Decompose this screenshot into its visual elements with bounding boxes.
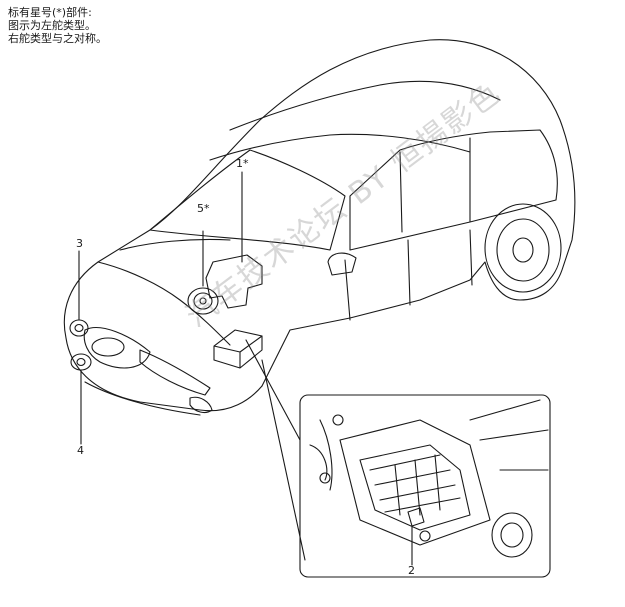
callout-1: 1* xyxy=(236,157,249,170)
note-line-2: 图示为左舵类型。 xyxy=(8,19,96,32)
callout-3: 3 xyxy=(76,237,83,250)
module-box xyxy=(213,329,263,369)
fuse-box-detail xyxy=(309,399,549,566)
callout-2: 2 xyxy=(408,564,415,577)
component-4-horn xyxy=(70,353,92,445)
callout-4: 4 xyxy=(77,444,84,457)
note-line-3: 右舵类型与之对称。 xyxy=(8,32,107,45)
inset-leader-b xyxy=(261,359,306,561)
note-line-1: 标有星号(*)部件: xyxy=(8,6,92,19)
legend-note: 标有星号(*)部件: 图示为左舵类型。 右舵类型与之对称。 xyxy=(8,6,107,45)
car-body xyxy=(63,39,576,416)
inset-leader-a xyxy=(245,339,301,441)
component-5-shape xyxy=(187,230,219,315)
callout-5: 5* xyxy=(197,202,210,215)
detail-inset-frame xyxy=(299,394,551,578)
component-1-shape xyxy=(205,254,263,309)
component-3-horn xyxy=(69,250,89,337)
